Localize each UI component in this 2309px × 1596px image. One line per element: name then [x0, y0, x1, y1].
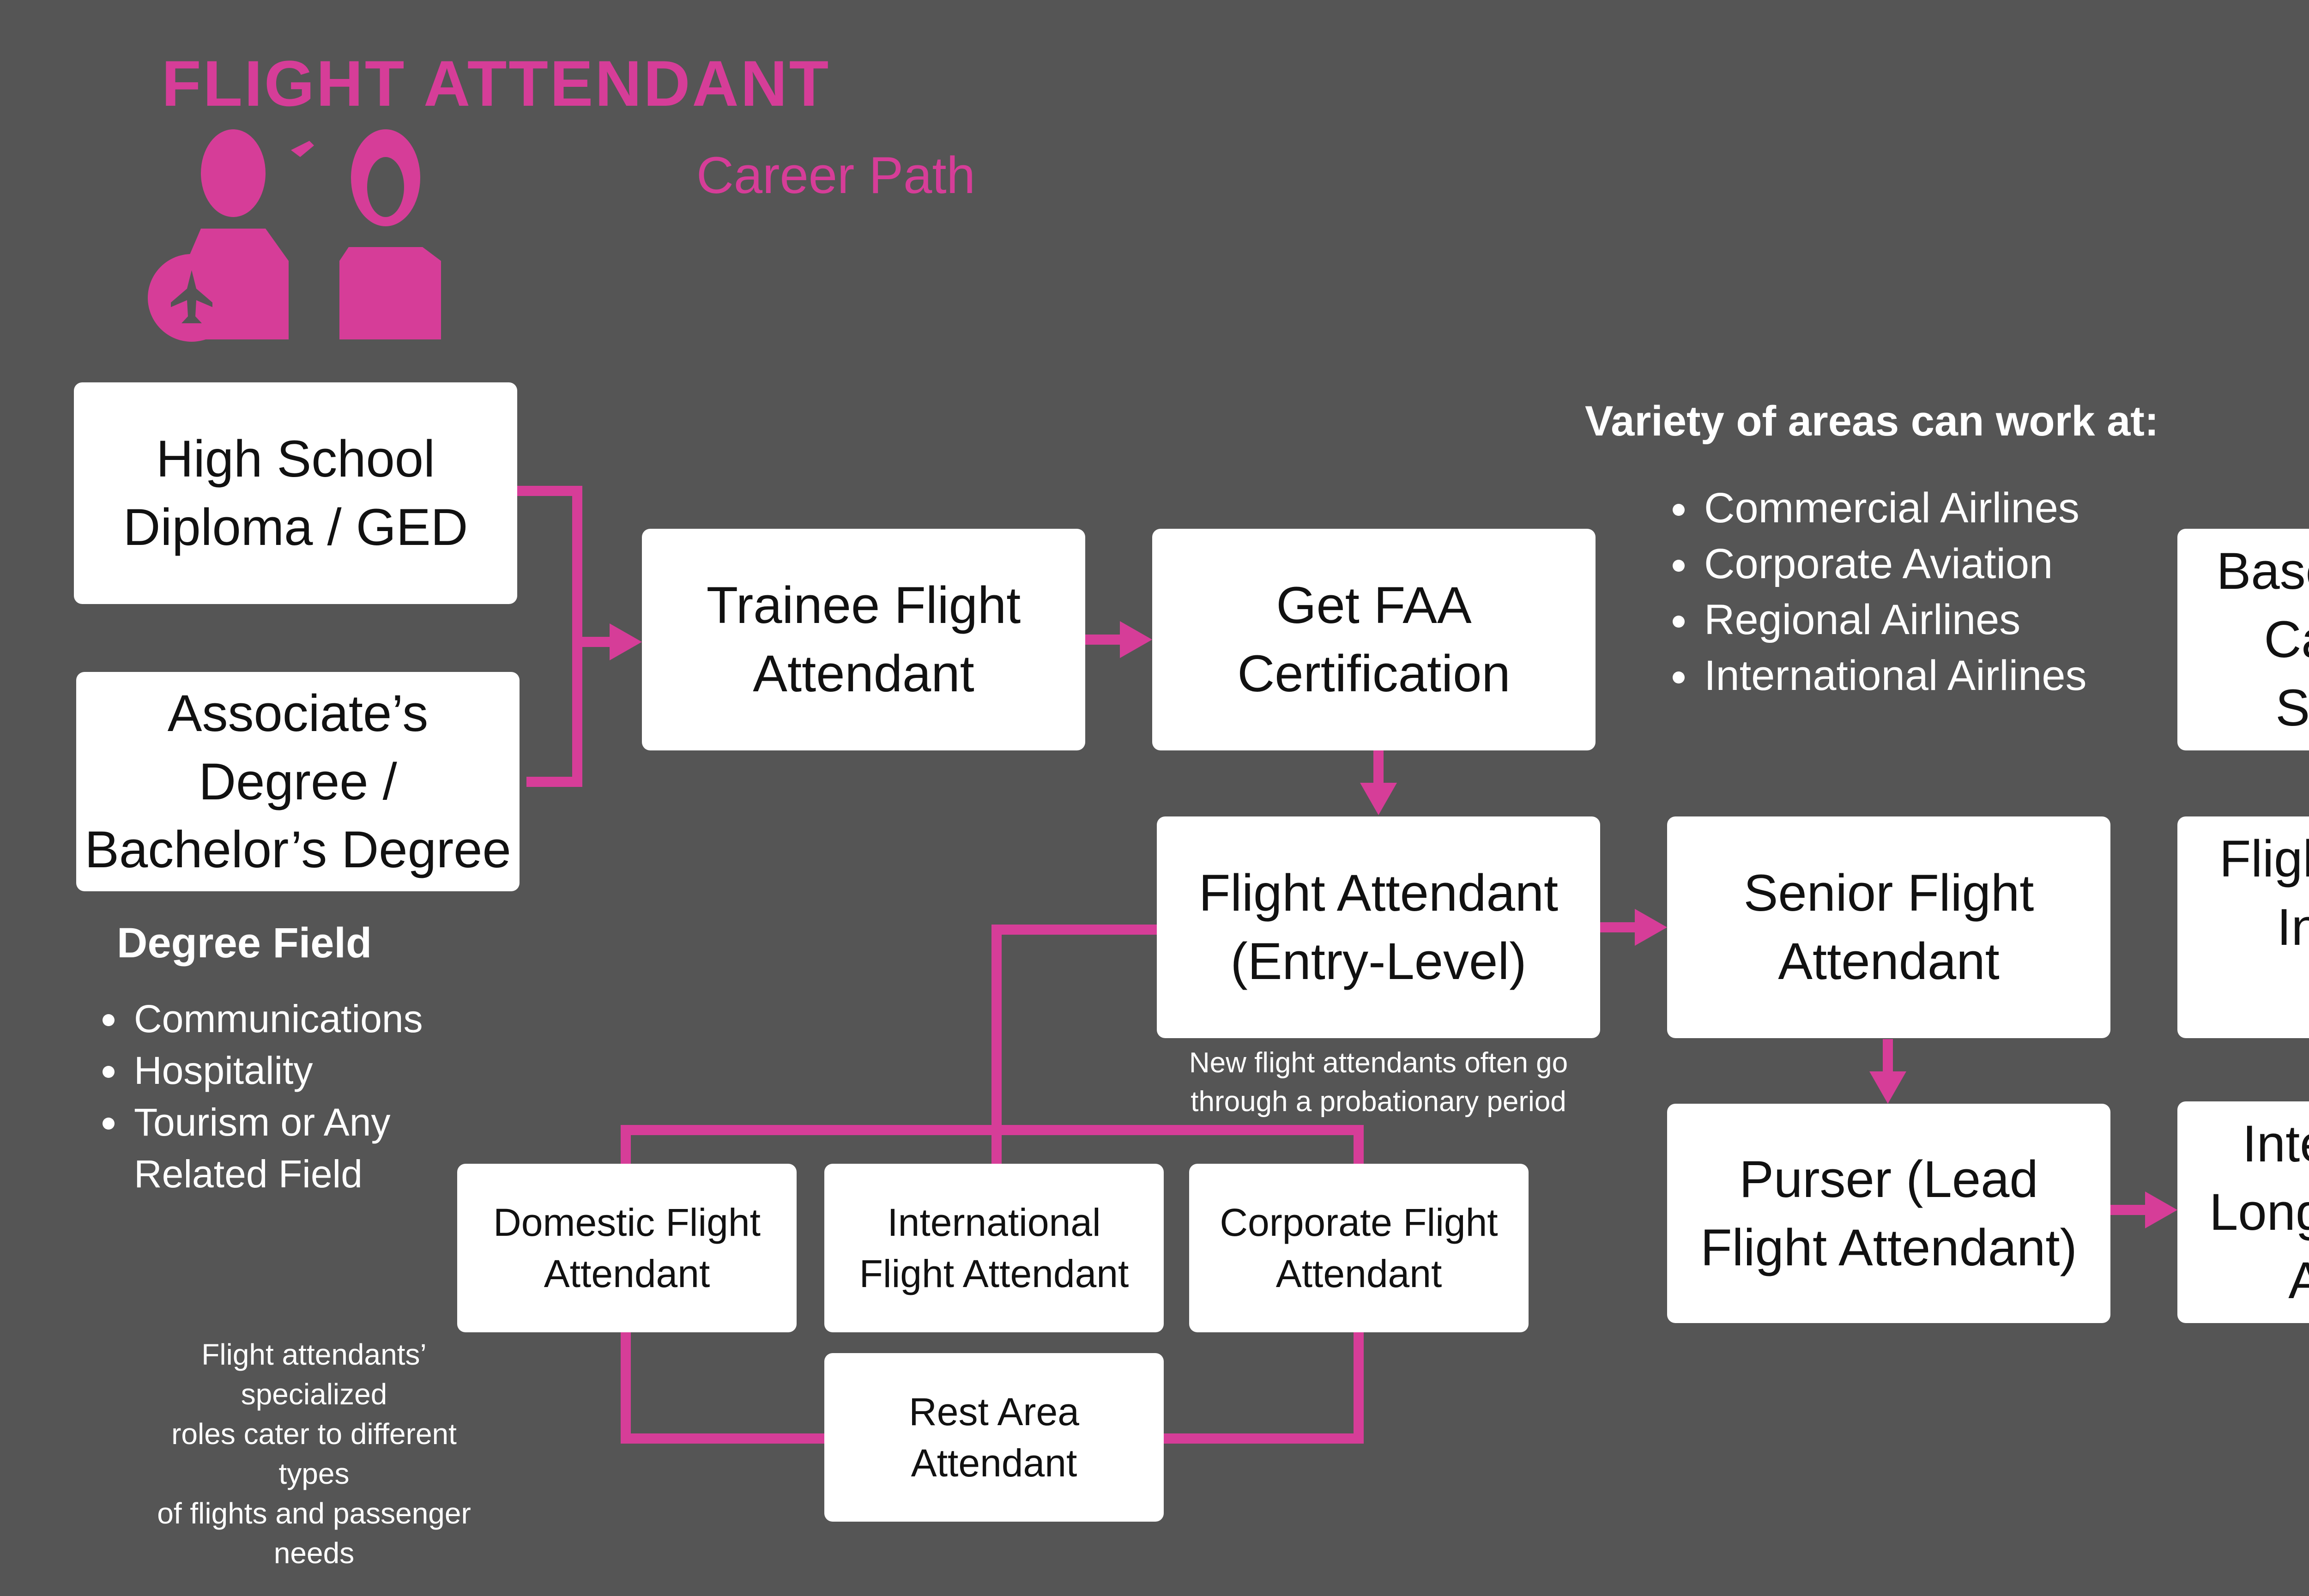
probation-note: New flight attendants often go through a…: [1189, 1047, 1568, 1118]
node-domestic: Domestic Flight Attendant: [457, 1164, 797, 1332]
degree-field-item: Tourism or Any Related Field: [97, 1096, 423, 1200]
node-corporate: Corporate Flight Attendant: [1189, 1164, 1529, 1332]
arrowhead: [1869, 1071, 1906, 1104]
connector-entry-specialized: [991, 925, 1157, 1164]
degree-field-heading: Degree Field: [117, 919, 372, 967]
node-international-long-haul: International / Long-Haul Flight Attenda…: [2177, 1101, 2309, 1323]
connector-rest-right: [1161, 1332, 1364, 1444]
node-high-school: High School Diploma / GED: [74, 382, 517, 604]
specialized-roles-note: Flight attendants’ specialized roles cat…: [157, 1338, 471, 1570]
degree-field-item: Hospitality: [97, 1045, 423, 1096]
page-subtitle: Career Path: [696, 146, 975, 204]
arrowhead: [1635, 909, 1667, 946]
node-instructor: Flight Attendant Instructor / Trainer: [2177, 816, 2309, 1038]
page-title: FLIGHT ATTENDANT: [162, 47, 831, 120]
node-international: International Flight Attendant: [824, 1164, 1164, 1332]
connector-education-bracket: [517, 486, 582, 787]
node-senior: Senior Flight Attendant: [1667, 816, 2110, 1038]
node-base-manager: Base Manager / Cabin Crew Supervisor: [2177, 529, 2309, 750]
areas-heading: Variety of areas can work at:: [1585, 398, 2159, 445]
node-associates-bachelors: Associate’s Degree / Bachelor’s Degree: [76, 672, 520, 891]
connector-rest-left: [621, 1330, 824, 1444]
node-trainee: Trainee Flight Attendant: [642, 529, 1085, 750]
arrowhead: [1120, 621, 1152, 658]
arrowhead: [2145, 1191, 2177, 1228]
degree-field-item: Communications: [97, 993, 423, 1045]
area-item: International Airlines: [1667, 648, 2087, 704]
arrowhead: [1360, 783, 1397, 815]
node-rest-area: Rest Area Attendant: [824, 1353, 1164, 1522]
areas-list: Commercial Airlines Corporate Aviation R…: [1667, 480, 2087, 704]
node-faa-certification: Get FAA Certification: [1152, 529, 1596, 750]
area-item: Corporate Aviation: [1667, 536, 2087, 592]
degree-field-list: Communications Hospitality Tourism or An…: [97, 993, 423, 1200]
arrowhead: [610, 623, 642, 660]
node-purser: Purser (Lead Flight Attendant): [1667, 1104, 2110, 1323]
node-entry-level: Flight Attendant (Entry-Level): [1157, 816, 1600, 1038]
area-item: Commercial Airlines: [1667, 480, 2087, 536]
area-item: Regional Airlines: [1667, 592, 2087, 648]
connector-specialized-top: [621, 1125, 1364, 1164]
flight-attendants-icon: [148, 129, 441, 342]
